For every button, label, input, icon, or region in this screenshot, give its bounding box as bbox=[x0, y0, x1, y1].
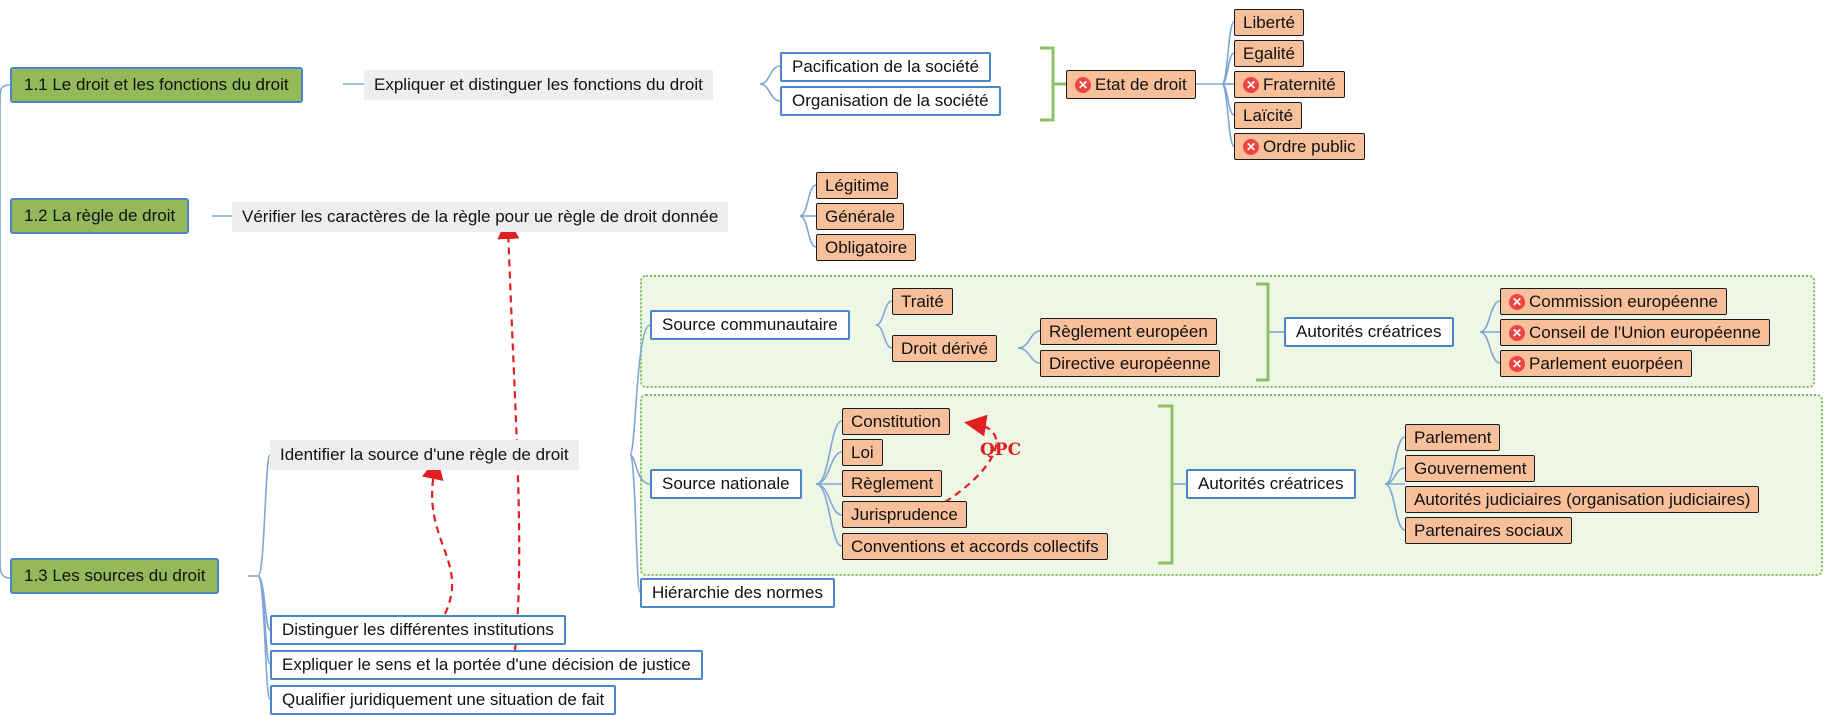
partenaires-sociaux[interactable]: Partenaires sociaux bbox=[1405, 517, 1573, 544]
authority-label: Conseil de l'Union européenne bbox=[1529, 322, 1761, 342]
hierarchie-des-normes[interactable]: Hiérarchie des normes bbox=[640, 578, 836, 608]
function-organisation[interactable]: Organisation de la société bbox=[780, 86, 1001, 116]
character-obligatoire[interactable]: Obligatoire bbox=[816, 234, 917, 261]
root-topic-1-2[interactable]: 1.2 La règle de droit bbox=[10, 198, 190, 234]
objective-verify-characters[interactable]: Vérifier les caractères de la règle pour… bbox=[232, 202, 729, 232]
norm-label: Règlement bbox=[851, 473, 934, 493]
norm-label: Jurisprudence bbox=[851, 504, 958, 524]
value-label: Liberté bbox=[1243, 12, 1295, 32]
root-topic-label: 1.1 Le droit et les fonctions du droit bbox=[24, 75, 289, 94]
conventions-accords[interactable]: Conventions et accords collectifs bbox=[842, 533, 1108, 560]
objective-expliquer-decision[interactable]: Expliquer le sens et la portée d'une déc… bbox=[270, 650, 703, 680]
traite[interactable]: Traité bbox=[892, 288, 953, 315]
reglement[interactable]: Règlement bbox=[842, 470, 943, 497]
root-topic-label: 1.3 Les sources du droit bbox=[24, 566, 206, 585]
close-circle-icon: ✕ bbox=[1509, 355, 1525, 372]
norm-label: Conventions et accords collectifs bbox=[851, 536, 1099, 556]
objective-identify-source[interactable]: Identifier la source d'une règle de droi… bbox=[270, 440, 579, 470]
parlement[interactable]: Parlement bbox=[1405, 424, 1501, 451]
source-label: Source communautaire bbox=[662, 315, 838, 334]
norm-label: Loi bbox=[851, 442, 874, 462]
authorities-label: Autorités créatrices bbox=[1198, 474, 1344, 493]
value-label: Egalité bbox=[1243, 43, 1295, 63]
objective-label: Qualifier juridiquement une situation de… bbox=[282, 690, 605, 709]
autorites-judiciaires[interactable]: Autorités judiciaires (organisation judi… bbox=[1405, 486, 1760, 513]
objective-label: Identifier la source d'une règle de droi… bbox=[280, 445, 569, 464]
value-liberte[interactable]: Liberté bbox=[1234, 9, 1304, 36]
norm-label: Constitution bbox=[851, 411, 941, 431]
authority-label: Gouvernement bbox=[1414, 458, 1527, 478]
function-label: Organisation de la société bbox=[792, 91, 989, 110]
function-label: Pacification de la société bbox=[792, 57, 980, 76]
character-label: Légitime bbox=[825, 175, 890, 195]
etat-de-droit[interactable]: ✕ Etat de droit bbox=[1066, 70, 1196, 99]
droit-derive-label: Droit dérivé bbox=[901, 338, 988, 358]
loi[interactable]: Loi bbox=[842, 439, 883, 466]
close-circle-icon: ✕ bbox=[1509, 324, 1525, 341]
jurisprudence[interactable]: Jurisprudence bbox=[842, 501, 967, 528]
root-topic-label: 1.2 La règle de droit bbox=[24, 206, 176, 225]
constitution[interactable]: Constitution bbox=[842, 408, 950, 435]
source-communautaire[interactable]: Source communautaire bbox=[650, 310, 850, 340]
value-label: Fraternité bbox=[1263, 74, 1336, 94]
objective-distinguer-institutions[interactable]: Distinguer les différentes institutions bbox=[270, 615, 566, 645]
value-label: Laïcité bbox=[1243, 105, 1294, 125]
source-label: Source nationale bbox=[662, 474, 790, 493]
value-fraternite[interactable]: ✕ Fraternité bbox=[1234, 71, 1345, 98]
authority-label: Commission européenne bbox=[1529, 291, 1718, 311]
character-label: Générale bbox=[825, 206, 895, 226]
objective-explain-functions[interactable]: Expliquer et distinguer les fonctions du… bbox=[364, 70, 713, 100]
traite-label: Traité bbox=[901, 291, 944, 311]
derive-item-label: Règlement européen bbox=[1049, 321, 1208, 341]
hierarchy-label: Hiérarchie des normes bbox=[652, 583, 824, 602]
objective-label: Distinguer les différentes institutions bbox=[282, 620, 554, 639]
gouvernement[interactable]: Gouvernement bbox=[1405, 455, 1536, 482]
authority-label: Autorités judiciaires (organisation judi… bbox=[1414, 489, 1751, 509]
authority-label: Partenaires sociaux bbox=[1414, 520, 1564, 540]
droit-derive[interactable]: Droit dérivé bbox=[892, 335, 997, 362]
value-label: Ordre public bbox=[1263, 136, 1356, 156]
character-generale[interactable]: Générale bbox=[816, 203, 904, 230]
derive-item-label: Directive européenne bbox=[1049, 353, 1211, 373]
close-circle-icon: ✕ bbox=[1509, 293, 1525, 310]
autorites-creatrices-national[interactable]: Autorités créatrices bbox=[1186, 469, 1356, 499]
root-topic-1-1[interactable]: 1.1 Le droit et les fonctions du droit bbox=[10, 67, 303, 103]
authorities-label: Autorités créatrices bbox=[1296, 322, 1442, 341]
value-laicite[interactable]: Laïcité bbox=[1234, 102, 1303, 129]
close-circle-icon: ✕ bbox=[1243, 76, 1259, 93]
qpc-annotation: QPC bbox=[980, 440, 1022, 460]
autorites-creatrices-community[interactable]: Autorités créatrices bbox=[1284, 317, 1454, 347]
value-egalite[interactable]: Egalité bbox=[1234, 40, 1304, 67]
authority-label: Parlement bbox=[1414, 427, 1492, 447]
source-nationale[interactable]: Source nationale bbox=[650, 469, 802, 499]
objective-label: Expliquer le sens et la portée d'une déc… bbox=[282, 655, 691, 674]
function-pacification[interactable]: Pacification de la société bbox=[780, 52, 992, 82]
authority-label: Parlement euorpéen bbox=[1529, 353, 1684, 373]
objective-label: Vérifier les caractères de la règle pour… bbox=[242, 207, 719, 226]
character-legitime[interactable]: Légitime bbox=[816, 172, 899, 199]
close-circle-icon: ✕ bbox=[1243, 138, 1259, 155]
etat-label: Etat de droit bbox=[1095, 74, 1187, 94]
commission-europeenne[interactable]: ✕ Commission européenne bbox=[1500, 288, 1727, 315]
reglement-europeen[interactable]: Règlement européen bbox=[1040, 318, 1217, 345]
conseil-union-europeenne[interactable]: ✕ Conseil de l'Union européenne bbox=[1500, 319, 1770, 346]
value-ordre-public[interactable]: ✕ Ordre public bbox=[1234, 133, 1365, 160]
close-circle-icon: ✕ bbox=[1075, 76, 1091, 93]
root-topic-1-3[interactable]: 1.3 Les sources du droit bbox=[10, 558, 220, 594]
objective-qualifier-situation[interactable]: Qualifier juridiquement une situation de… bbox=[270, 685, 617, 715]
character-label: Obligatoire bbox=[825, 237, 908, 257]
parlement-europeen[interactable]: ✕ Parlement euorpéen bbox=[1500, 350, 1693, 377]
objective-label: Expliquer et distinguer les fonctions du… bbox=[374, 75, 703, 94]
directive-europeenne[interactable]: Directive européenne bbox=[1040, 350, 1220, 377]
